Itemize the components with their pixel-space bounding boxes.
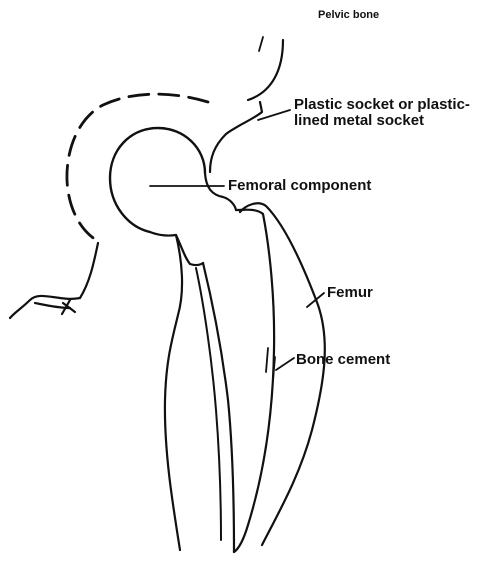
socket-dashed-outline — [67, 94, 208, 240]
femur-right-outline — [240, 203, 325, 545]
femoral-head-outline — [110, 128, 205, 232]
stem-right-outline — [234, 210, 274, 552]
label-femoral-component: Femoral component — [228, 178, 371, 193]
label-bone-cement: Bone cement — [296, 352, 390, 367]
stem-inner-left — [196, 268, 221, 540]
bone-cement-leader-line — [276, 358, 294, 370]
stem-inner-right — [203, 263, 234, 552]
pelvic-bone-outline-lower — [210, 102, 262, 172]
bone-cement-mark-a — [266, 348, 268, 372]
femur-leader-line — [307, 293, 324, 307]
label-socket-line1: Plastic socket or plastic- — [294, 97, 470, 112]
label-femur: Femur — [327, 285, 373, 300]
label-pelvic-bone: Pelvic bone — [318, 10, 379, 21]
pelvic-bone-pointer — [259, 37, 263, 51]
femur-left-outline — [165, 235, 182, 550]
label-socket-line2: lined metal socket — [294, 113, 424, 128]
pelvic-bone-outline-upper — [248, 40, 283, 100]
